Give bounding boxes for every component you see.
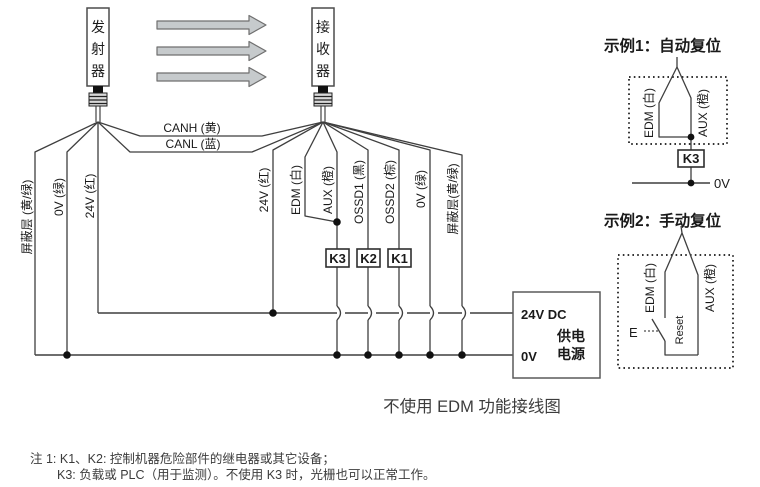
wire-hop	[336, 305, 467, 321]
receiver-label-char: 收	[316, 41, 330, 57]
tx-0v-label: 0V (绿)	[51, 178, 66, 216]
receiver-label-char: 器	[316, 63, 330, 79]
rx-24v-label: 24V (红)	[256, 168, 271, 213]
junction-dot	[395, 351, 403, 359]
power-24v-terminal: 24V DC	[521, 307, 567, 322]
power-0v-terminal: 0V	[521, 349, 537, 364]
junction-dots	[63, 218, 466, 359]
relay-k2-label: K2	[360, 251, 377, 266]
rx-edm-wire	[304, 121, 338, 223]
gland-ribs	[89, 95, 107, 105]
receiver-cable-stem	[320, 106, 326, 122]
can-bus-wires: CANH (黄) CANL (蓝)	[97, 121, 324, 153]
example1-aux-label: AUX (橙)	[695, 89, 710, 137]
transmitter-label-char: 器	[91, 63, 105, 79]
beam-arrow-icon	[156, 14, 267, 36]
rx-0v-label: 0V (绿)	[413, 170, 428, 208]
example1-k3-label: K3	[683, 151, 700, 166]
example2-edm-label: EDM (白)	[642, 263, 657, 313]
junction-dot	[333, 351, 341, 359]
example2-aux-label: AUX (橙)	[702, 264, 717, 312]
receiver-wires: 24V (红) EDM (白) AUX (橙) OSSD1 (黑) OSSD2 …	[256, 121, 463, 355]
light-beam-arrows	[156, 14, 267, 88]
junction-dot	[333, 218, 341, 226]
rx-ossd2-label: OSSD2 (棕)	[382, 160, 397, 224]
transmitter-connector-cap	[93, 86, 103, 93]
rx-shield-label: 屏蔽层(黄/绿)	[445, 163, 460, 234]
canl-label: CANL (蓝)	[166, 137, 221, 151]
beam-arrow-icon	[156, 40, 267, 62]
rx-0v-wire	[322, 121, 431, 355]
junction-dot	[687, 133, 695, 141]
rx-aux-wire	[322, 121, 338, 355]
transmitter-cable-stem	[95, 106, 101, 122]
tx-24v-label: 24V (红)	[82, 174, 97, 219]
junction-dot	[63, 351, 71, 359]
example1-title: 示例1：自动复位	[604, 36, 722, 55]
example2-title: 示例2：手动复位	[604, 211, 722, 230]
rx-aux-label: AUX (橙)	[320, 166, 335, 214]
example1-0v-label: 0V	[714, 176, 730, 191]
receiver-device: 接 收 器	[311, 7, 335, 122]
canl-wire	[97, 121, 324, 153]
receiver-connector-cap	[318, 86, 328, 93]
example2-aux-wire	[681, 232, 699, 355]
reset-switch-label: Reset	[674, 316, 686, 345]
example1-auto-reset: 示例1：自动复位 EDM (白) AUX (橙) K3 0V	[604, 36, 730, 191]
receiver-label-char: 接	[316, 19, 330, 35]
junction-dot	[687, 179, 695, 187]
transmitter-label-char: 射	[91, 41, 105, 57]
tx-shield-wire	[34, 121, 99, 355]
footnotes: 注 1: K1、K2: 控制机器危险部件的继电器或其它设备； K3: 负载或 P…	[30, 451, 436, 482]
rx-ossd2-wire	[322, 121, 400, 355]
footnote-line1: 注 1: K1、K2: 控制机器危险部件的继电器或其它设备；	[30, 451, 335, 466]
power-name-line1: 供电	[556, 328, 585, 344]
rx-ossd1-wire	[322, 121, 369, 355]
reset-switch-blade	[651, 318, 666, 342]
manual-actuator-symbol: E	[629, 325, 638, 340]
transmitter-wires: 屏蔽层 (黄/绿) 0V (绿) 24V (红)	[19, 121, 99, 355]
diagram-caption: 不使用 EDM 功能接线图	[383, 397, 561, 416]
beam-arrow-icon	[156, 66, 267, 88]
example2-edm-wire-upper	[664, 232, 683, 318]
rx-edm-label: EDM (白)	[288, 165, 303, 215]
power-name-line2: 电源	[557, 346, 585, 362]
rx-24v-wire	[272, 121, 324, 313]
transmitter-label-char: 发	[91, 19, 105, 35]
transmitter-device: 发 射 器	[86, 7, 110, 122]
relay-boxes: K3 K2 K1	[325, 248, 412, 268]
relay-k1-box	[387, 248, 412, 268]
example2-manual-reset: 示例2：手动复位 EDM (白) AUX (橙) E Reset	[604, 211, 734, 369]
junction-dot	[426, 351, 434, 359]
rx-ossd1-label: OSSD1 (黑)	[352, 160, 366, 224]
relay-k2-box	[356, 248, 381, 268]
example1-edm-label: EDM (白)	[641, 88, 656, 138]
junction-dot	[364, 351, 372, 359]
example2-cable-stub	[680, 225, 683, 234]
tx-0v-wire	[66, 121, 99, 355]
gland-ribs	[314, 95, 332, 105]
footnote-line2: K3: 负载或 PLC（用于监测）。不使用 K3 时，光栅也可以正常工作。	[57, 467, 436, 482]
relay-k1-label: K1	[391, 251, 408, 266]
example1-dotted-box	[628, 76, 728, 145]
tx-shield-label: 屏蔽层 (黄/绿)	[19, 180, 34, 255]
canh-label: CANH (黄)	[163, 121, 220, 135]
canh-wire	[97, 121, 324, 137]
example2-dotted-box	[617, 254, 734, 369]
junction-dot	[269, 309, 277, 317]
power-supply: 24V DC 0V 供电 电源	[512, 291, 601, 379]
power-supply-box	[512, 291, 601, 379]
relay-k3-box	[325, 248, 350, 268]
rx-shield-wire	[322, 121, 463, 355]
relay-k3-label: K3	[329, 251, 346, 266]
example1-k3-box	[677, 149, 705, 168]
example2-edm-wire-lower	[664, 341, 698, 356]
example1-edm-wire	[658, 66, 691, 138]
junction-dot	[458, 351, 466, 359]
